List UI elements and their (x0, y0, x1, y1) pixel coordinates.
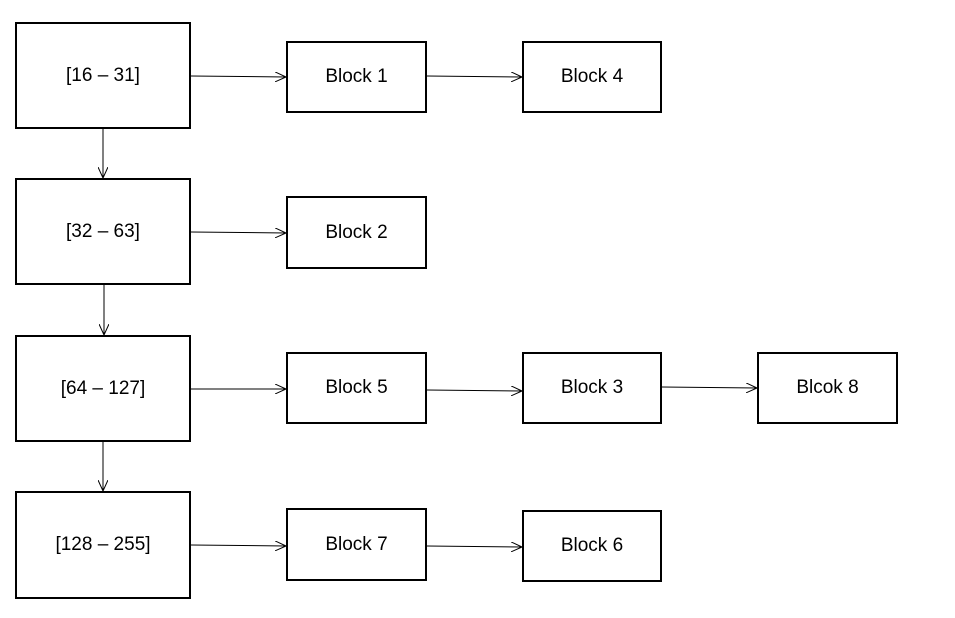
range-label: [32 – 63] (66, 220, 140, 242)
block-box-1: Block 1 (286, 41, 427, 113)
block-label: Blcok 8 (796, 377, 859, 398)
range-box-128-255: [128 – 255] (15, 491, 191, 599)
block-box-8: Blcok 8 (757, 352, 898, 424)
arrow-block7-to-block6 (426, 546, 522, 547)
block-label: Block 1 (325, 66, 388, 87)
block-box-3: Block 3 (522, 352, 662, 424)
arrow-block5-to-block3 (426, 390, 522, 391)
block-box-5: Block 5 (286, 352, 427, 424)
block-label: Block 5 (325, 377, 388, 398)
range-label: [16 – 31] (66, 64, 140, 86)
block-label: Block 6 (560, 535, 624, 556)
block-box-6: Block 6 (522, 510, 662, 582)
arrow-range4-to-block7 (190, 545, 286, 546)
range-box-16-31: [16 – 31] (15, 22, 191, 129)
arrow-range2-to-block2 (190, 232, 286, 233)
block-label: Block 4 (560, 66, 624, 87)
arrow-block1-to-block4 (426, 76, 522, 77)
range-label: [64 – 127] (60, 377, 146, 399)
arrow-range1-to-block1 (190, 76, 286, 77)
range-box-32-63: [32 – 63] (15, 178, 191, 285)
block-box-4: Block 4 (522, 41, 662, 113)
range-box-64-127: [64 – 127] (15, 335, 191, 442)
range-label: [128 – 255] (55, 534, 151, 555)
block-box-7: Block 7 (286, 508, 427, 581)
block-label: Block 7 (325, 533, 388, 555)
block-label: Block 3 (560, 377, 624, 398)
arrow-block3-to-block8 (661, 387, 757, 388)
block-label: Block 2 (325, 221, 388, 243)
block-box-2: Block 2 (286, 196, 427, 269)
